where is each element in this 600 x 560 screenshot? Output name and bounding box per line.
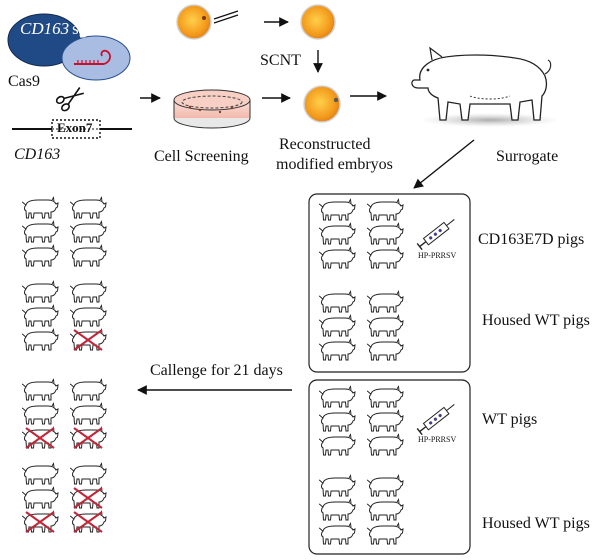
cd163e7d-group-pig-icon [366,247,404,269]
exon-label: Exon7 [57,120,93,135]
wt-group-pig-icon [318,386,356,408]
cd163e7d-result-pig-icon [21,197,59,219]
housed-wt-1-result-pig-icon [21,305,59,327]
dead-cross-stroke [73,511,103,533]
wt-group-pig-icon [318,410,356,432]
arrow-to-groups [413,139,475,189]
housed-wt-1-result-pig-icon [69,281,107,303]
cd163e7d-result-pig-icon [69,197,107,219]
oocyte-icon [176,4,212,40]
wt-group-pig-icon [318,434,356,456]
housed-wt-1-group-pig-icon [366,315,404,337]
surrogate-label: Surrogate [496,148,559,165]
wt-group-pig-icon [366,434,404,456]
dead-cross-icon [25,511,55,533]
housed-wt-1-result-pig-icon [21,329,59,351]
cell-screening-label: Cell Screening [154,148,249,165]
housed-wt-1-result-pig-icon [21,281,59,303]
group-label-housed-wt-1: Housed WT pigs [482,312,590,329]
scissors-icon [55,87,84,112]
housed-wt-2-group-pig-icon [318,499,356,521]
housed-wt-2-group-pig-icon [318,523,356,545]
dead-cross-icon [73,427,103,449]
group-box-top [308,193,471,373]
group-box-bottom [308,379,471,555]
housed-wt-2-group-pig-icon [366,499,404,521]
housed-wt-2-group-pig-icon [366,523,404,545]
wt-result-pig-icon [21,403,59,425]
challenge-label: Callenge for 21 days [150,362,283,379]
housed-wt-2-group-pig-icon [318,475,356,497]
wt-result-pig-icon [21,379,59,401]
dead-cross-stroke [25,427,55,449]
syringe-icon [416,219,455,251]
wt-group-pig-icon [366,410,404,432]
housed-wt-2-result-pig-icon [21,487,59,509]
dead-cross-stroke [73,487,103,509]
enucleated-oocyte-icon [300,4,336,40]
dead-cross-icon [25,427,55,449]
surrogate-pig-icon [411,46,560,127]
housed-wt-2-result-pig-icon [69,463,107,485]
wt-result-pig-icon [69,379,107,401]
group-label-wt: WT pigs [482,411,538,428]
cd163e7d-group-pig-icon [318,199,356,221]
dead-cross-stroke [73,427,103,449]
petri-dish-icon [173,89,251,129]
dead-cross-icon [73,487,103,509]
housed-wt-1-group-pig-icon [318,339,356,361]
syringe-icon [416,404,455,436]
reconstructed-label-2: modified embryos [276,156,393,173]
group-label-cd163e7d: CD163E7D pigs [478,231,585,248]
micropipette-icon [213,10,239,24]
housed-wt-2-result-pig-icon [21,463,59,485]
group-label-housed-wt-2: Housed WT pigs [482,515,590,532]
reconstructed-embryo-icon [303,85,341,123]
housed-wt-1-result-pig-icon [69,305,107,327]
cd163e7d-group-pig-icon [318,247,356,269]
cd163e7d-result-pig-icon [69,245,107,267]
cas9-complex [7,13,131,81]
housed-wt-1-group-pig-icon [366,339,404,361]
cd163e7d-group-pig-icon [318,223,356,245]
reconstructed-label-1: Reconstructed [279,136,371,153]
virus-label: HP-PRRSV [418,435,457,444]
housed-wt-1-group-pig-icon [318,315,356,337]
gene-label: CD163 [14,146,61,163]
cas9-label: Cas9 [8,73,40,90]
dead-cross-icon [73,511,103,533]
cd163e7d-result-pig-icon [69,221,107,243]
housed-wt-2-group-pig-icon [366,475,404,497]
scnt-label: SCNT [260,52,301,69]
housed-wt-1-group-pig-icon [318,291,356,313]
wt-result-pig-icon [69,403,107,425]
cd163e7d-group-pig-icon [366,223,404,245]
cd163e7d-result-pig-icon [21,221,59,243]
cd163e7d-group-pig-icon [366,199,404,221]
wt-group-pig-icon [366,386,404,408]
dead-cross-stroke [25,511,55,533]
cd163-gene [12,119,132,139]
housed-wt-1-group-pig-icon [366,291,404,313]
dead-cross-stroke [73,329,103,351]
virus-label: HP-PRRSV [418,251,457,260]
cd163e7d-result-pig-icon [21,245,59,267]
dead-cross-icon [73,329,103,351]
